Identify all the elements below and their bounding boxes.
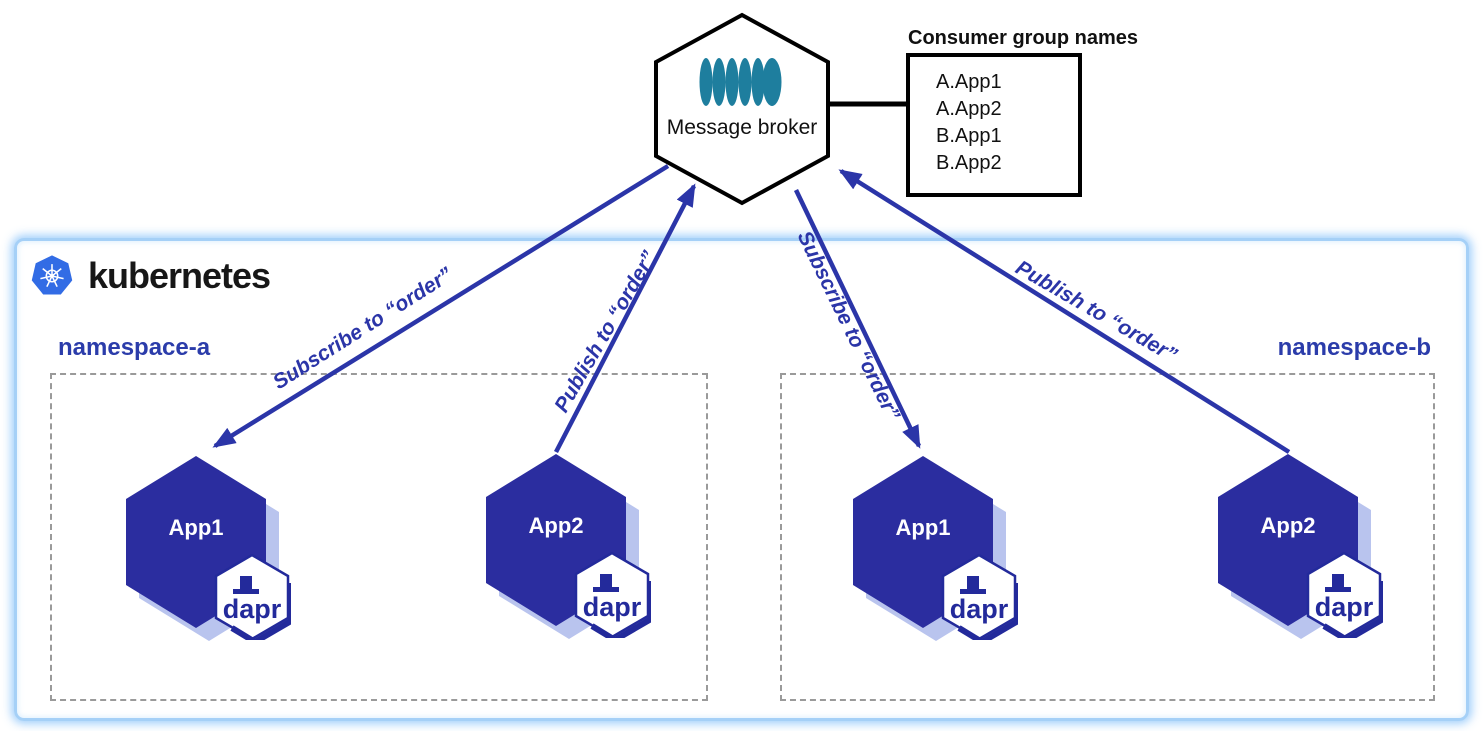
namespace-b-box — [780, 373, 1435, 701]
arrow-publish-namespace-b — [838, 169, 1291, 454]
app-label: App1 — [168, 515, 224, 541]
consumer-groups-list: A.App1 A.App2 B.App1 B.App2 — [910, 57, 1078, 177]
consumer-group-item: B.App1 — [936, 125, 1002, 147]
dapr-wordmark: dapr — [1315, 592, 1374, 622]
kubernetes-wordmark: kubernetes — [88, 255, 271, 296]
app-hexagon-namespace-a-app1: App1 dapr — [126, 456, 291, 641]
kubernetes-helm-icon — [31, 255, 73, 295]
app-hexagon-namespace-b-app1: App1 dapr — [853, 456, 1018, 641]
consumer-groups-box: A.App1 A.App2 B.App1 B.App2 — [906, 53, 1082, 197]
kubernetes-brand: kubernetes — [30, 254, 271, 298]
namespace-a-box — [50, 373, 708, 701]
namespace-a-label: namespace-a — [58, 334, 211, 361]
app-label: App2 — [1260, 513, 1316, 539]
dapr-wordmark: dapr — [223, 594, 282, 624]
arrow-subscribe-namespace-a — [212, 164, 670, 448]
dapr-wordmark: dapr — [583, 592, 642, 622]
consumer-group-item: A.App2 — [936, 98, 1002, 120]
consumer-groups-title: Consumer group names — [908, 27, 1139, 49]
dapr-logo-badge: dapr — [214, 554, 291, 640]
message-broker-label: Message broker — [666, 116, 818, 139]
namespace-b-label: namespace-b — [1277, 334, 1431, 361]
dapr-logo-badge: dapr — [941, 554, 1018, 640]
dapr-logo-badge: dapr — [574, 552, 651, 638]
message-queue-icon — [699, 58, 782, 106]
app-hexagon-namespace-a-app2: App2 dapr — [486, 454, 651, 639]
arrow-publish-namespace-a — [554, 183, 696, 454]
dapr-logo-badge: dapr — [1306, 552, 1383, 638]
app-label: App1 — [895, 515, 951, 541]
kubernetes-cluster-box — [14, 238, 1469, 721]
consumer-group-item: B.App2 — [936, 152, 1002, 174]
arrow-subscribe-namespace-b — [793, 189, 922, 449]
consumer-group-item: A.App1 — [936, 71, 1002, 93]
app-hexagon-namespace-b-app2: App2 dapr — [1218, 454, 1383, 639]
dapr-wordmark: dapr — [950, 594, 1009, 624]
message-broker-hexagon — [654, 12, 830, 206]
app-label: App2 — [528, 513, 584, 539]
